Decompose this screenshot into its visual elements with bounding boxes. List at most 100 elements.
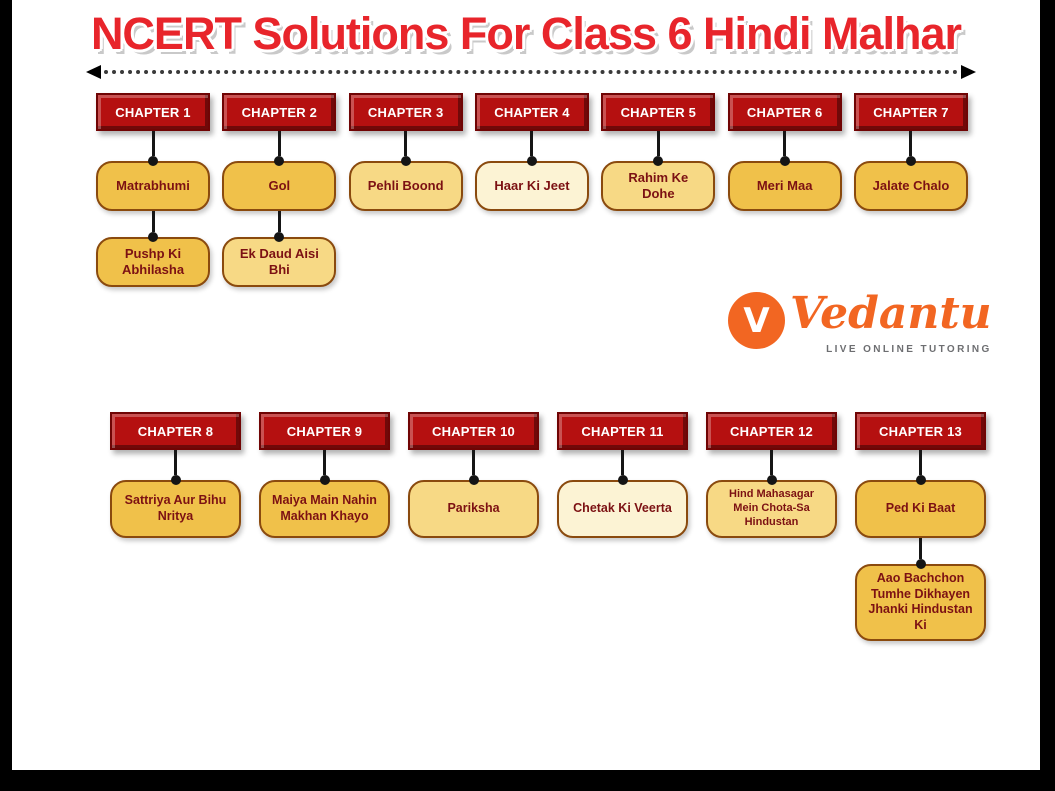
chapter-column-1: CHAPTER 1 Matrabhumi Pushp Ki Abhilasha <box>96 93 210 287</box>
topic-label: Pushp Ki Abhilasha <box>121 245 185 277</box>
connector-dot <box>170 475 181 485</box>
connector-line <box>915 538 926 569</box>
connector-dot <box>148 232 158 242</box>
topic-box[interactable]: Gol <box>222 161 337 211</box>
double-arrow-divider <box>86 65 976 79</box>
chapter-badge-label: CHAPTER 3 <box>367 104 444 120</box>
connector-dot <box>915 475 926 485</box>
connector-line <box>148 131 158 166</box>
chapter-badge-label: CHAPTER 8 <box>137 423 214 439</box>
logo-brand-text: Vedantu <box>790 288 992 339</box>
topic-box[interactable]: Ped Ki Baat <box>855 480 986 538</box>
connector-dot <box>915 559 926 569</box>
chapter-row-2: CHAPTER 8 Sattriya Aur Bihu Nritya CHAPT… <box>110 412 986 641</box>
chapter-column-11: CHAPTER 11 Chetak Ki Veerta <box>557 412 688 641</box>
chapter-column-13: CHAPTER 13 Ped Ki Baat Aao Bachchon Tumh… <box>855 412 986 641</box>
chapter-badge[interactable]: CHAPTER 3 <box>348 93 463 131</box>
topic-label: Ped Ki Baat <box>885 501 956 516</box>
connector-dot <box>319 475 330 485</box>
chapter-badge[interactable]: CHAPTER 8 <box>110 412 241 450</box>
topic-box[interactable]: Sattriya Aur Bihu Nritya <box>110 480 241 538</box>
chapter-badge[interactable]: CHAPTER 9 <box>259 412 390 450</box>
logo-tagline: LIVE ONLINE TUTORING <box>826 344 992 355</box>
topic-box[interactable]: Jalate Chalo <box>853 161 968 211</box>
logo-initial: V <box>743 300 770 341</box>
topic-label: Gol <box>268 177 291 193</box>
chapter-column-9: CHAPTER 9 Maiya Main Nahin Makhan Khayo <box>259 412 390 641</box>
topic-label: Chetak Ki Veerta <box>573 501 672 516</box>
connector-line <box>653 131 664 166</box>
connector-dot <box>766 475 777 485</box>
topic-box[interactable]: Haar Ki Jeet <box>474 161 589 211</box>
topic-label: Meri Maa <box>756 177 813 193</box>
connector-dot <box>905 156 916 166</box>
chapter-badge[interactable]: CHAPTER 7 <box>853 93 968 131</box>
chapter-column-10: CHAPTER 10 Pariksha <box>408 412 539 641</box>
topic-label: Hind Mahasagar Mein Chota-Sa Hindustan <box>729 488 814 528</box>
topic-label: Ek Daud Aisi Bhi <box>239 245 319 277</box>
connector-dot <box>400 156 411 166</box>
topic-label: Pariksha <box>447 501 500 516</box>
chapter-badge[interactable]: CHAPTER 10 <box>408 412 539 450</box>
connector-line <box>468 450 479 485</box>
topic-box[interactable]: Meri Maa <box>727 161 842 211</box>
chapter-badge[interactable]: CHAPTER 1 <box>96 93 210 131</box>
topic-label: Matrabhumi <box>116 177 190 193</box>
connector-line <box>779 131 790 166</box>
chapter-row-1: CHAPTER 1 Matrabhumi Pushp Ki Abhilasha … <box>96 93 968 287</box>
connector-line <box>617 450 628 485</box>
chapter-badge[interactable]: CHAPTER 12 <box>706 412 837 450</box>
chapter-badge[interactable]: CHAPTER 2 <box>222 93 337 131</box>
poster-canvas: NCERT Solutions For Class 6 Hindi Malhar… <box>12 0 1040 770</box>
topic-label: Haar Ki Jeet <box>494 177 570 193</box>
chapter-column-4: CHAPTER 4 Haar Ki Jeet <box>474 93 589 287</box>
topic-box[interactable]: Ek Daud Aisi Bhi <box>222 237 337 287</box>
connector-dot <box>468 475 479 485</box>
topic-box[interactable]: Pariksha <box>408 480 539 538</box>
connector-line <box>905 131 916 166</box>
chapter-column-2: CHAPTER 2 Gol Ek Daud Aisi Bhi <box>222 93 337 287</box>
topic-box[interactable]: Pehli Boond <box>348 161 463 211</box>
chapter-badge[interactable]: CHAPTER 13 <box>855 412 986 450</box>
connector-dot <box>617 475 628 485</box>
chapter-column-5: CHAPTER 5 Rahim Ke Dohe <box>601 93 716 287</box>
arrow-left-icon <box>86 65 101 79</box>
topic-box[interactable]: Maiya Main Nahin Makhan Khayo <box>259 480 390 538</box>
chapter-column-8: CHAPTER 8 Sattriya Aur Bihu Nritya <box>110 412 241 641</box>
chapter-badge-label: CHAPTER 9 <box>286 423 363 439</box>
topic-label: Aao Bachchon Tumhe Dikhayen Jhanki Hindu… <box>868 571 973 632</box>
connector-line <box>915 450 926 485</box>
chapter-badge[interactable]: CHAPTER 11 <box>557 412 688 450</box>
chapter-badge-label: CHAPTER 4 <box>494 104 570 120</box>
chapter-column-3: CHAPTER 3 Pehli Boond <box>348 93 463 287</box>
topic-box[interactable]: Pushp Ki Abhilasha <box>96 237 210 287</box>
chapter-badge-label: CHAPTER 7 <box>873 104 949 120</box>
chapter-badge[interactable]: CHAPTER 4 <box>474 93 589 131</box>
topic-box[interactable]: Hind Mahasagar Mein Chota-Sa Hindustan <box>706 480 837 538</box>
topic-label: Maiya Main Nahin Makhan Khayo <box>272 493 377 523</box>
connector-dot <box>148 156 158 166</box>
chapter-column-12: CHAPTER 12 Hind Mahasagar Mein Chota-Sa … <box>706 412 837 641</box>
arrow-right-icon <box>961 65 976 79</box>
chapter-badge[interactable]: CHAPTER 6 <box>727 93 842 131</box>
chapter-badge-label: CHAPTER 13 <box>879 423 962 439</box>
chapter-badge-label: CHAPTER 1 <box>115 104 191 120</box>
page-title: NCERT Solutions For Class 6 Hindi Malhar <box>90 8 962 59</box>
vedantu-v-icon: V <box>728 292 785 349</box>
connector-dot <box>274 232 285 242</box>
connector-dot <box>526 156 537 166</box>
connector-dot <box>274 156 285 166</box>
topic-box[interactable]: Matrabhumi <box>96 161 210 211</box>
topic-box[interactable]: Chetak Ki Veerta <box>557 480 688 538</box>
chapter-badge-label: CHAPTER 5 <box>620 104 697 120</box>
topic-label: Jalate Chalo <box>872 177 950 193</box>
connector-line <box>148 211 158 242</box>
topic-label: Rahim Ke Dohe <box>628 169 689 201</box>
chapter-column-6: CHAPTER 6 Meri Maa <box>727 93 842 287</box>
connector-line <box>319 450 330 485</box>
topic-label: Pehli Boond <box>367 177 444 193</box>
topic-box[interactable]: Rahim Ke Dohe <box>601 161 716 211</box>
chapter-badge[interactable]: CHAPTER 5 <box>601 93 716 131</box>
chapter-badge-label: CHAPTER 6 <box>746 104 823 120</box>
topic-box[interactable]: Aao Bachchon Tumhe Dikhayen Jhanki Hindu… <box>855 564 986 641</box>
